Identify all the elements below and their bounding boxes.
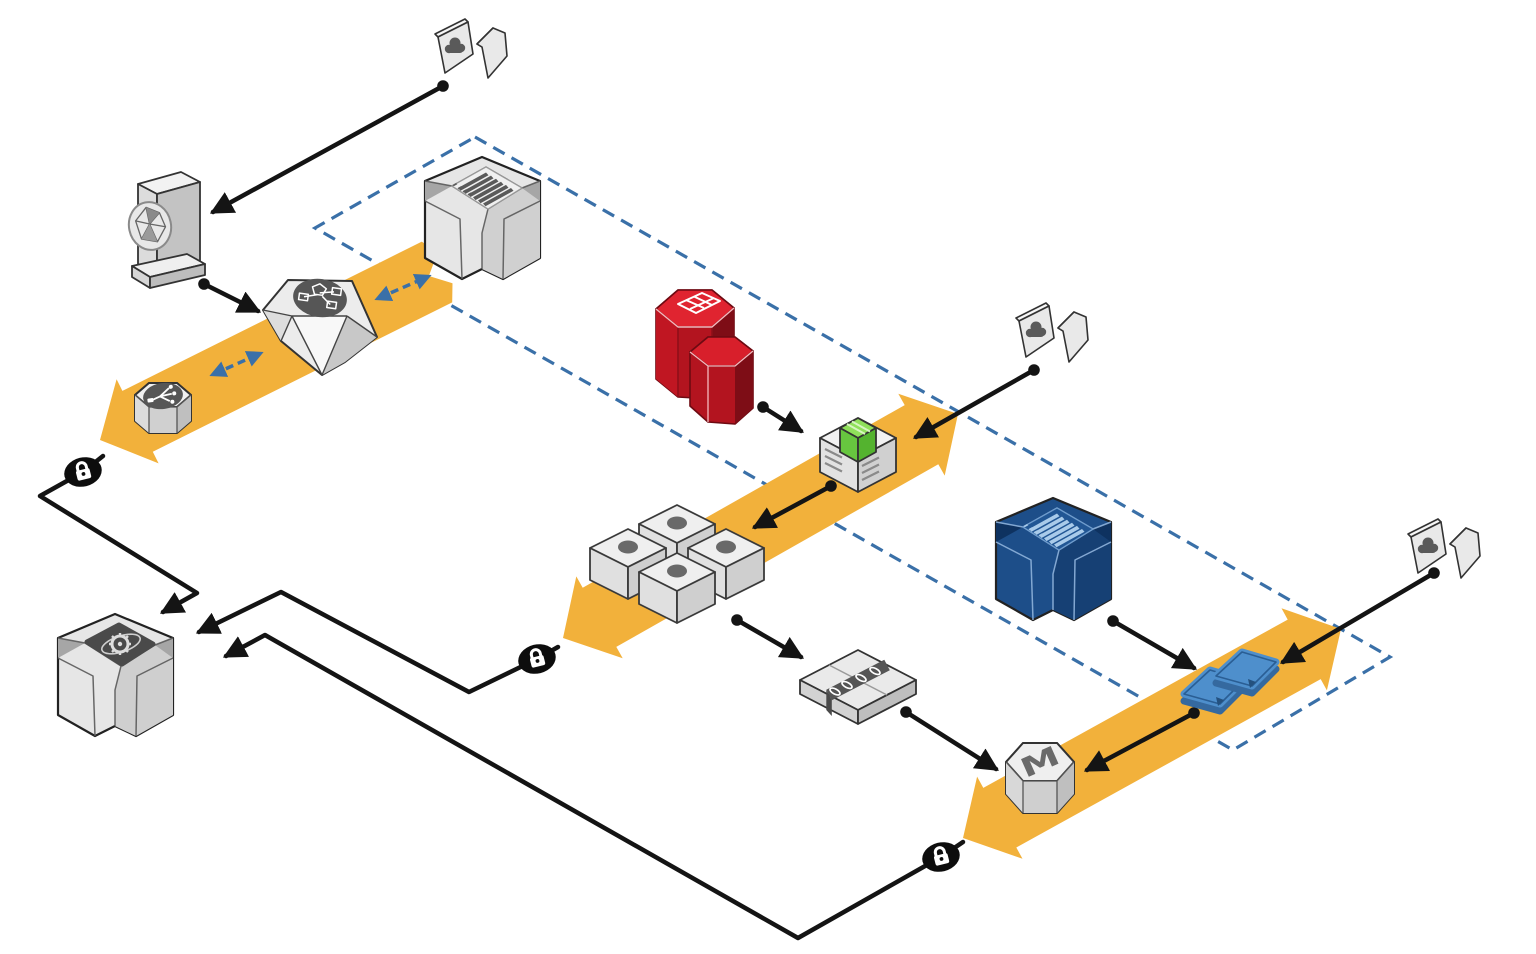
internet-client-icon-top: [434, 18, 508, 79]
load-balancer-gem-icon: [262, 278, 378, 376]
secure-line-left: [37, 453, 200, 615]
management-server-gear-icon: [56, 612, 175, 738]
large-instance-gray-icon: [423, 155, 542, 281]
arrow-blueinstance-to-slabs: [1107, 615, 1198, 671]
router-hex-puck-icon: [134, 382, 192, 434]
internet-client-icon-middle: [1015, 302, 1089, 363]
cdn-tower-icon: [127, 171, 206, 289]
arrow-slabs-to-memcached: [1083, 707, 1200, 773]
arrow-cluster-to-stitchbox: [731, 614, 805, 660]
arrow-client-to-right-band: [1279, 567, 1440, 665]
relational-database-red-icon: [655, 289, 754, 425]
fanout-glyph: [143, 382, 183, 410]
arrow-client-to-cdn: [209, 80, 449, 215]
arrow-stitchbox-to-memcached: [900, 706, 999, 772]
data-merge-stitched-box-icon: [799, 649, 917, 725]
cache-slab-blue: [1212, 648, 1280, 697]
large-instance-blue-icon: [994, 496, 1113, 622]
green-package-glyph: [839, 417, 877, 463]
dashed-arrow-hex-to-gem: [209, 351, 264, 377]
mesh-globe-glyph: [127, 201, 173, 251]
cache-slabs-icon: [1180, 648, 1280, 715]
arrow-reddb-to-appserver: [757, 401, 804, 434]
arrow-client-to-middle-band: [912, 364, 1040, 440]
lock-badge-icon: [513, 638, 561, 680]
arrow-cdn-to-gem: [198, 278, 262, 314]
internet-client-icon-right: [1407, 518, 1481, 579]
network-nodes-glyph: [293, 278, 347, 318]
gear-icon: [109, 633, 131, 655]
stitch-band-glyph: [826, 659, 890, 716]
app-server-green-package-icon: [819, 417, 897, 493]
vent-lines-glyph: [824, 448, 880, 481]
dashed-arrow-band-to-boundary: [374, 274, 432, 301]
memcached-node-icon: M: [1005, 740, 1075, 814]
arrow-appserver-to-cluster: [751, 480, 837, 530]
table-glyph: [677, 292, 721, 314]
